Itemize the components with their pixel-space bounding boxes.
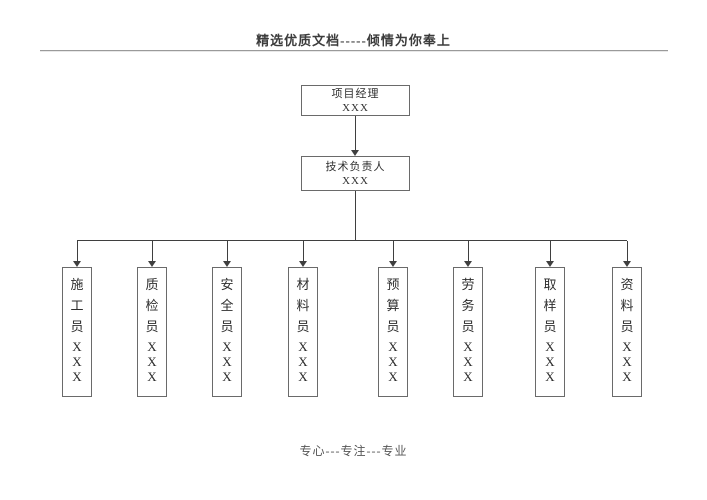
connector-line	[467, 241, 469, 261]
connector-line	[355, 116, 356, 150]
org-box-role: 预算员 XXX	[378, 267, 408, 397]
org-box-role: 质检员 XXX	[137, 267, 167, 397]
org-box-label: 资料员	[620, 277, 634, 334]
arrowhead-down-icon	[223, 261, 231, 267]
org-box-label: 技术负责人	[325, 160, 386, 173]
org-column-role-1: 施工员 XXX	[62, 241, 92, 397]
org-box-label: 材料员	[296, 277, 310, 334]
arrowhead-down-icon	[464, 261, 472, 267]
org-box-role: 材料员 XXX	[288, 267, 318, 397]
org-box-name: XXX	[463, 339, 473, 384]
arrowhead-down-icon	[73, 261, 81, 267]
org-box-label: 施工员	[70, 277, 84, 334]
org-column-role-4: 材料员 XXX	[288, 241, 318, 397]
org-box-name: XXX	[147, 339, 157, 384]
connector-line	[76, 241, 78, 261]
org-box-name: XXX	[72, 339, 82, 384]
org-box-label: 项目经理	[331, 87, 380, 100]
org-box-label: 劳务员	[461, 277, 475, 334]
connector-line	[151, 241, 153, 261]
arrowhead-down-icon	[623, 261, 631, 267]
org-box-name: XXX	[545, 339, 555, 384]
org-box-project-manager: 项目经理 XXX	[301, 85, 410, 116]
org-box-label: 预算员	[386, 277, 400, 334]
org-box-name: XXX	[298, 339, 308, 384]
connector-line	[302, 241, 304, 261]
org-box-name: XXX	[342, 101, 369, 114]
connector-line	[355, 191, 356, 240]
org-box-label: 质检员	[145, 277, 159, 334]
org-box-name: XXX	[342, 174, 369, 187]
org-box-name: XXX	[222, 339, 232, 384]
org-box-role: 安全员 XXX	[212, 267, 242, 397]
footer-slogan: 专心---专注---专业	[299, 444, 408, 458]
org-box-technical-director: 技术负责人 XXX	[301, 156, 410, 191]
arrowhead-down-icon	[389, 261, 397, 267]
org-column-role-7: 取样员 XXX	[535, 241, 565, 397]
arrowhead-down-icon	[148, 261, 156, 267]
arrowhead-down-icon	[351, 150, 359, 156]
branch-line	[77, 240, 627, 241]
header-rule	[40, 50, 668, 51]
org-box-label: 安全员	[220, 277, 234, 334]
connector-line	[392, 241, 394, 261]
header-title: 精选优质文档-----倾情为你奉上	[256, 33, 451, 48]
connector-line	[626, 241, 628, 261]
org-box-label: 取样员	[543, 277, 557, 334]
org-box-role: 施工员 XXX	[62, 267, 92, 397]
org-box-role: 资料员 XXX	[612, 267, 642, 397]
org-box-role: 取样员 XXX	[535, 267, 565, 397]
org-column-role-2: 质检员 XXX	[137, 241, 167, 397]
org-column-role-6: 劳务员 XXX	[453, 241, 483, 397]
connector-line	[226, 241, 228, 261]
org-column-role-8: 资料员 XXX	[612, 241, 642, 397]
org-column-role-3: 安全员 XXX	[212, 241, 242, 397]
org-box-name: XXX	[388, 339, 398, 384]
arrowhead-down-icon	[546, 261, 554, 267]
arrowhead-down-icon	[299, 261, 307, 267]
org-column-role-5: 预算员 XXX	[378, 241, 408, 397]
connector-line	[549, 241, 551, 261]
org-box-role: 劳务员 XXX	[453, 267, 483, 397]
org-box-name: XXX	[622, 339, 632, 384]
